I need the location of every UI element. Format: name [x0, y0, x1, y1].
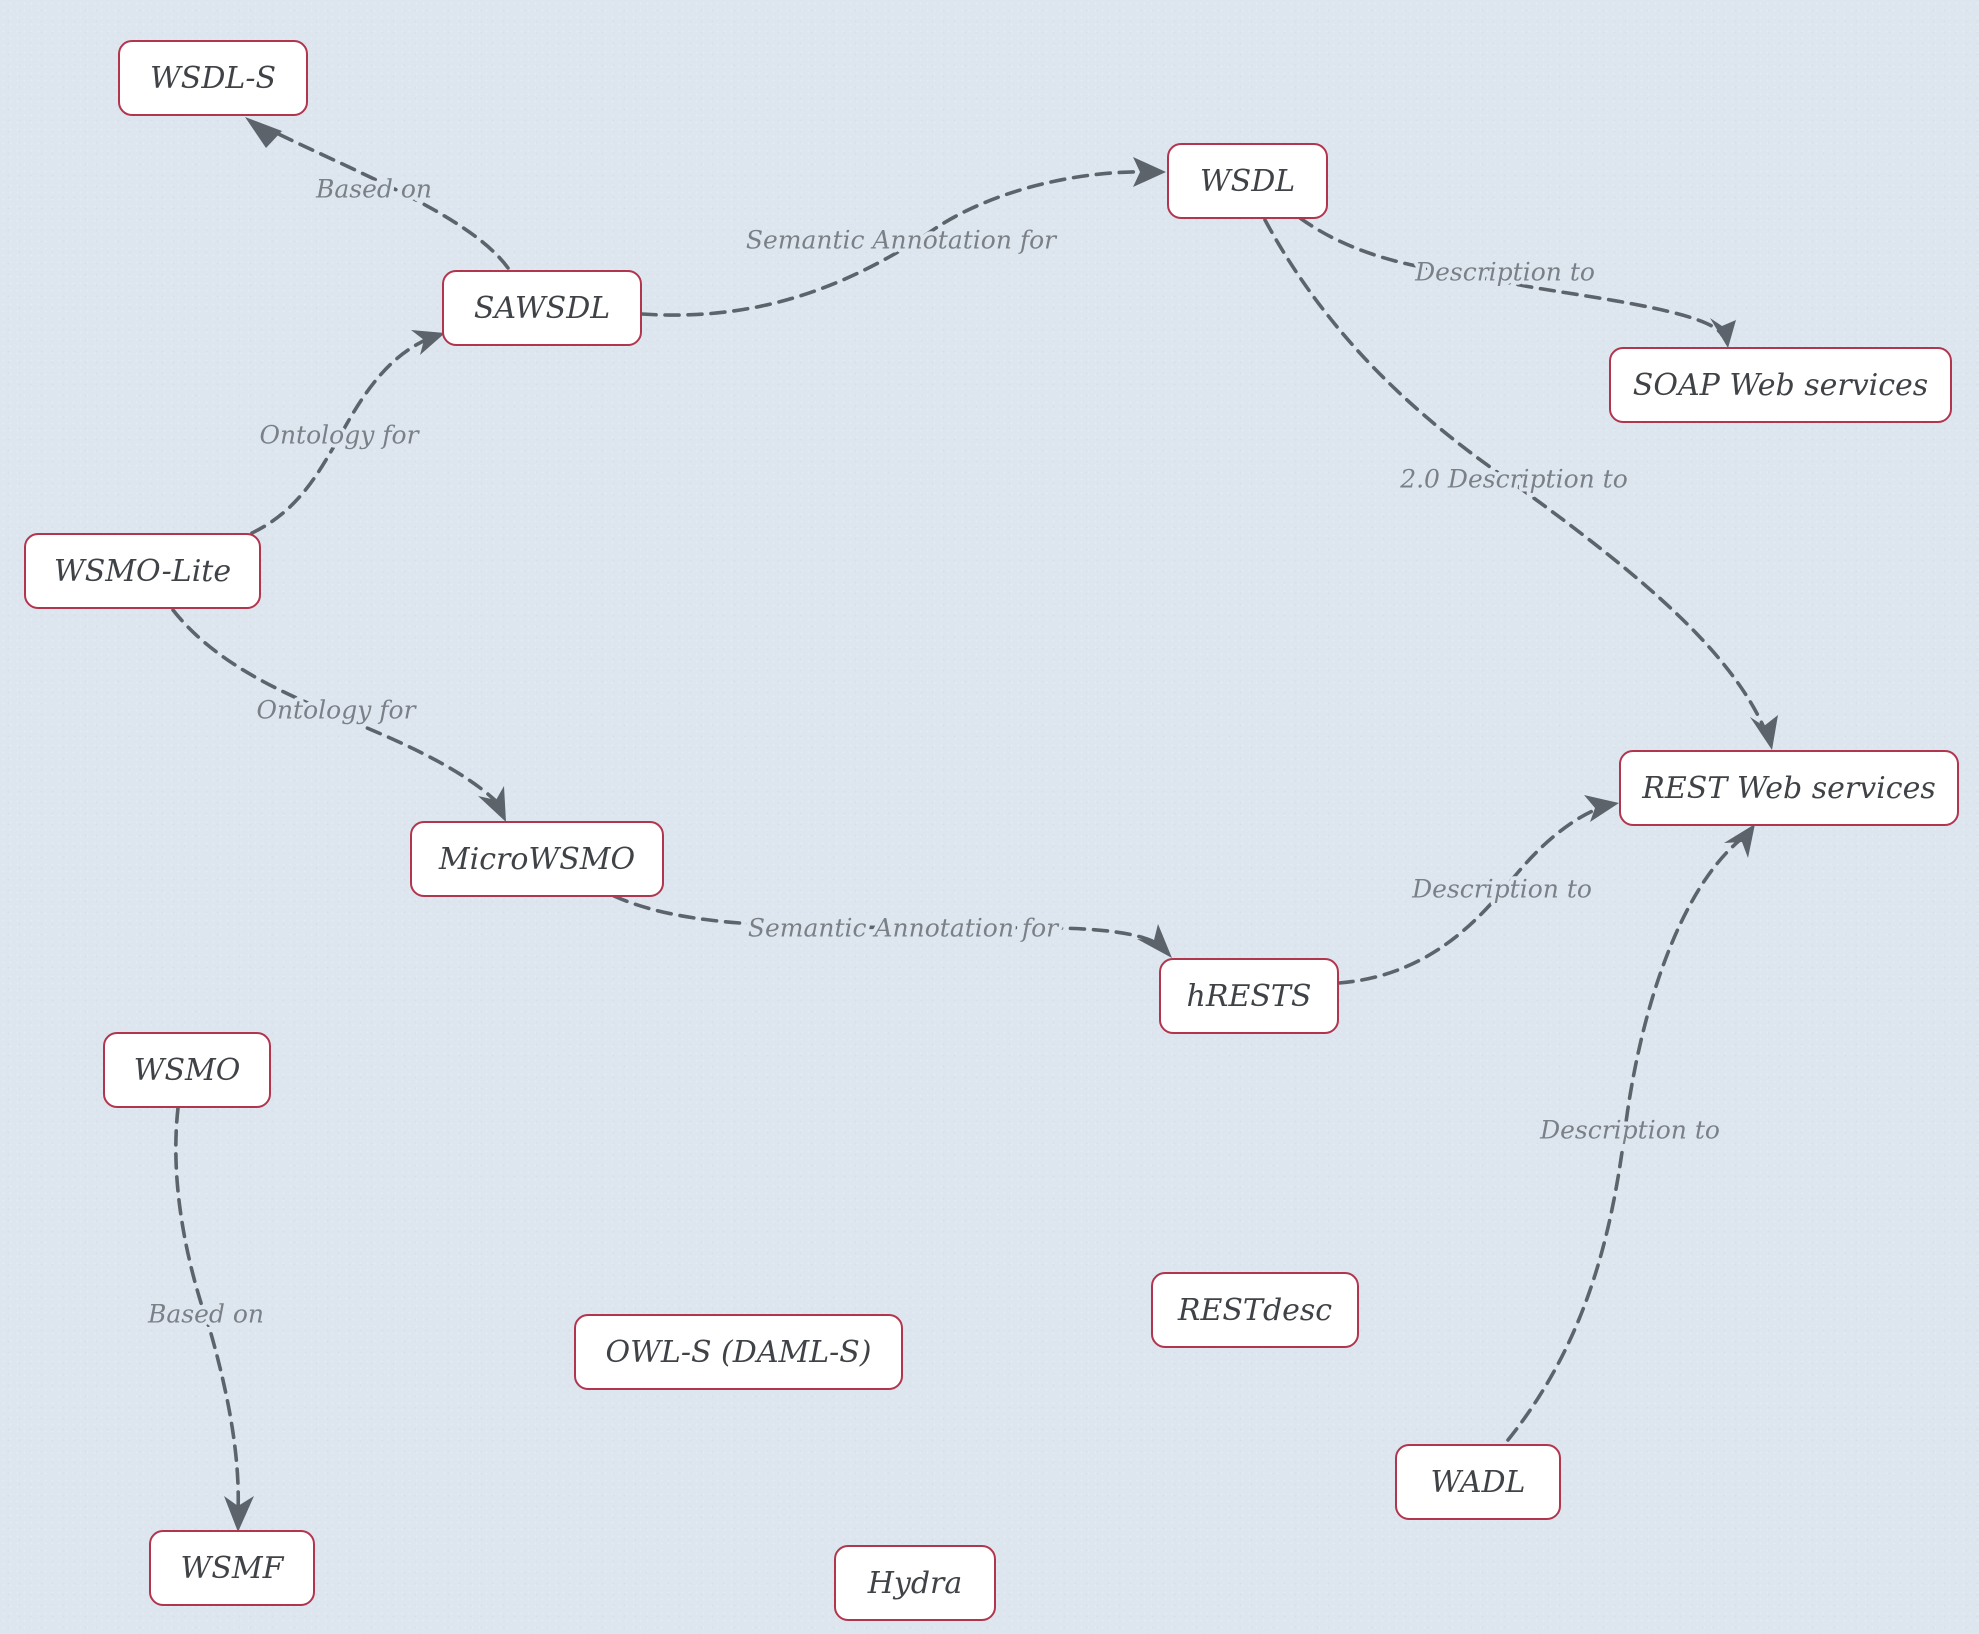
edge-wsmo-lite-to-microwsmo — [171, 608, 502, 807]
edge-hrests-to-rest — [1337, 806, 1602, 985]
edge-label-description-rest-wadl: Description to — [1539, 1116, 1720, 1145]
node-rest-web-services[interactable]: REST Web services — [1619, 750, 1959, 826]
node-hrests[interactable]: hRESTS — [1159, 958, 1339, 1034]
edge-label-ontology-microwsmo: Ontology for — [256, 696, 417, 725]
arrowhead-rest-from-wsdl — [1750, 715, 1778, 750]
arrowhead-soap — [1710, 318, 1736, 348]
node-wsdl-s[interactable]: WSDL-S — [118, 40, 308, 116]
node-owl-s[interactable]: OWL-S (DAML-S) — [574, 1314, 903, 1390]
arrowhead-microwsmo — [478, 786, 506, 822]
node-wsmf[interactable]: WSMF — [149, 1530, 315, 1606]
node-restdesc[interactable]: RESTdesc — [1151, 1272, 1359, 1348]
edge-label-description-rest-hrests: Description to — [1411, 875, 1592, 904]
arrowhead-rest-from-wadl — [1724, 824, 1755, 858]
edge-wsmo-to-wsmf — [174, 1106, 241, 1514]
arrowhead-wsdl-s — [245, 117, 282, 148]
edge-label-based-on-wsmf: Based on — [147, 1300, 264, 1329]
arrowhead-hrests — [1137, 924, 1172, 958]
node-soap-web-services[interactable]: SOAP Web services — [1609, 347, 1952, 423]
node-hydra[interactable]: Hydra — [834, 1545, 996, 1621]
edge-label-2-0-description-rest: 2.0 Description to — [1399, 465, 1628, 494]
node-wsmo[interactable]: WSMO — [103, 1032, 271, 1108]
arrowhead-wsmf — [224, 1496, 254, 1532]
arrowhead-wsdl — [1133, 157, 1166, 187]
edge-wadl-to-rest — [1506, 838, 1742, 1442]
edge-sawsdl-to-wsdl-s — [256, 122, 510, 270]
node-wsdl[interactable]: WSDL — [1167, 143, 1328, 219]
edge-label-semantic-annotation-hrests: Semantic Annotation for — [748, 914, 1060, 943]
edge-wsdl-to-rest — [1263, 218, 1767, 732]
edge-microwsmo-to-hrests — [612, 894, 1162, 947]
node-sawsdl[interactable]: SAWSDL — [442, 270, 642, 346]
arrowhead-sawsdl — [411, 330, 445, 355]
edge-sawsdl-to-wsdl — [640, 170, 1152, 317]
edge-label-ontology-sawsdl: Ontology for — [259, 421, 420, 450]
node-microwsmo[interactable]: MicroWSMO — [410, 821, 664, 897]
edge-label-based-on-wsdl-s: Based on — [315, 175, 432, 204]
edge-wsmo-lite-to-sawsdl — [250, 336, 432, 535]
edge-label-description-soap: Description to — [1414, 258, 1595, 287]
node-wsmo-lite[interactable]: WSMO-Lite — [24, 533, 261, 609]
edge-label-semantic-annotation-wsdl: Semantic Annotation for — [746, 226, 1058, 255]
arrowhead-rest-from-hrests — [1584, 795, 1619, 822]
node-wadl[interactable]: WADL — [1395, 1444, 1561, 1520]
edge-wsdl-to-soap — [1298, 216, 1724, 337]
